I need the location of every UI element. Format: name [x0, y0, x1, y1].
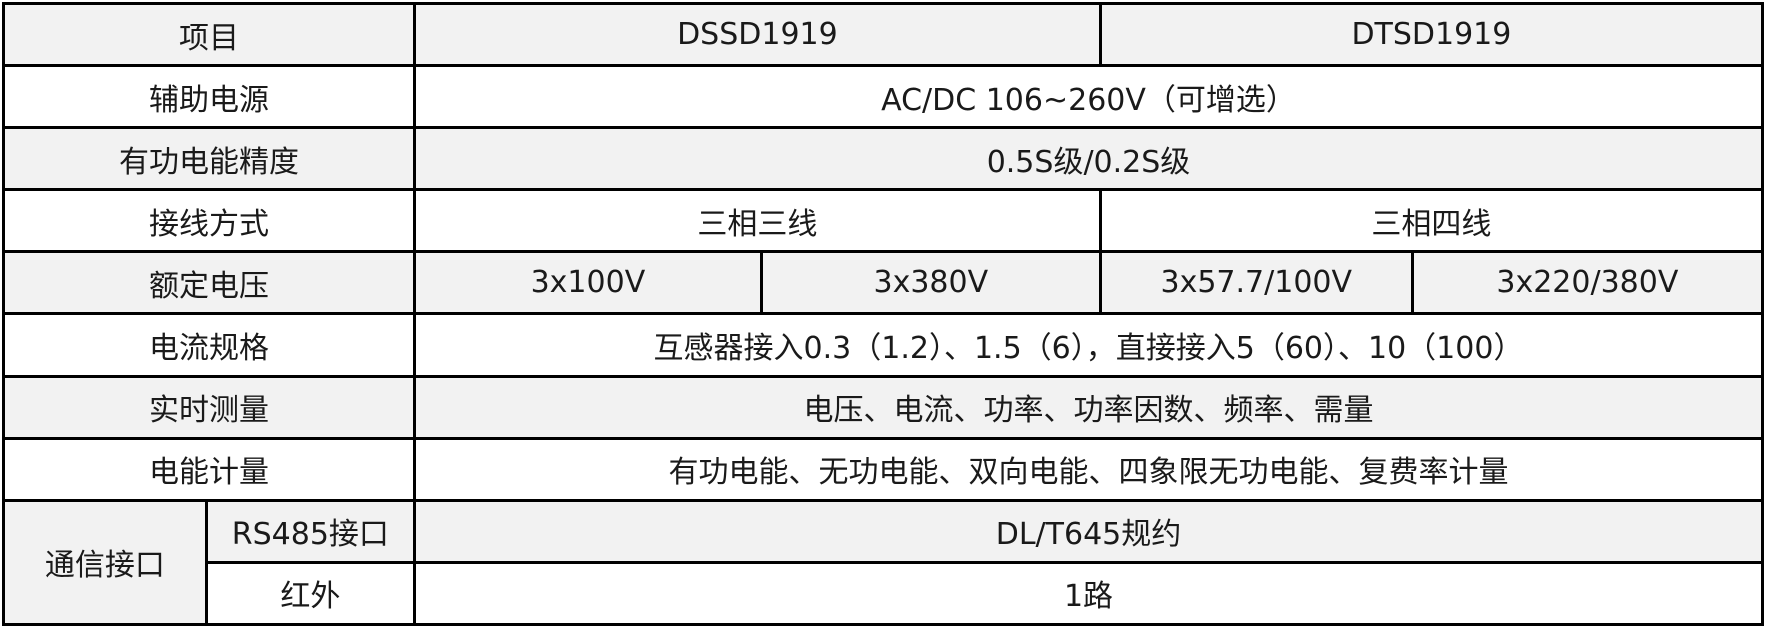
- table-row: 电能计量 有功电能、无功电能、双向电能、四象限无功电能、复费率计量: [2, 436, 1764, 502]
- wiring-label: 接线方式: [2, 188, 416, 254]
- accuracy-label: 有功电能精度: [2, 126, 416, 192]
- header-model-b-cell: DTSD1919: [1098, 1, 1765, 68]
- table-row: 电流规格 互感器接入0.3（1.2）、1.5（6），直接接入5（60）、10（1…: [2, 312, 1764, 378]
- rated-voltage-value: 3x380V: [759, 250, 1102, 316]
- table-row: 有功电能精度 0.5S级/0.2S级: [2, 126, 1764, 192]
- comm-label: 通信接口: [2, 498, 208, 627]
- energy-value: 有功电能、无功电能、双向电能、四象限无功电能、复费率计量: [413, 436, 1764, 502]
- rs485-value: DL/T645规约: [413, 498, 1764, 564]
- wiring-model-b: 三相四线: [1098, 188, 1765, 254]
- table-row: 接线方式 三相三线 三相四线: [2, 188, 1765, 254]
- header-item-cell: 项目: [2, 1, 416, 68]
- table-row: 项目 DSSD1919 DTSD1919: [2, 1, 1765, 68]
- aux-power-label: 辅助电源: [2, 64, 416, 130]
- infrared-label: 红外: [204, 560, 417, 627]
- aux-power-value: AC/DC 106~260V（可增选）: [413, 64, 1764, 130]
- table-row: 实时测量 电压、电流、功率、功率因数、频率、需量: [2, 374, 1764, 440]
- table-row: 红外 1路: [4, 560, 1764, 627]
- energy-label: 电能计量: [2, 436, 416, 502]
- current-spec-value: 互感器接入0.3（1.2）、1.5（6），直接接入5（60）、10（100）: [413, 312, 1764, 378]
- rated-voltage-label: 额定电压: [2, 250, 416, 316]
- table-row: 通信接口 RS485接口 DL/T645规约: [2, 498, 1764, 627]
- realtime-label: 实时测量: [2, 374, 416, 440]
- header-model-a-cell: DSSD1919: [413, 1, 1102, 68]
- table-row: 额定电压 3x100V 3x380V 3x57.7/100V 3x220/380…: [2, 250, 1765, 316]
- current-spec-label: 电流规格: [2, 312, 416, 378]
- realtime-value: 电压、电流、功率、功率因数、频率、需量: [413, 374, 1764, 440]
- infrared-value: 1路: [413, 560, 1764, 627]
- rated-voltage-value: 3x57.7/100V: [1098, 250, 1414, 316]
- accuracy-value: 0.5S级/0.2S级: [413, 126, 1764, 192]
- wiring-model-a: 三相三线: [413, 188, 1102, 254]
- table-row: 辅助电源 AC/DC 106~260V（可增选）: [2, 64, 1764, 130]
- rated-voltage-value: 3x100V: [413, 250, 763, 316]
- rated-voltage-value: 3x220/380V: [1410, 250, 1765, 316]
- rs485-label: RS485接口: [204, 498, 417, 564]
